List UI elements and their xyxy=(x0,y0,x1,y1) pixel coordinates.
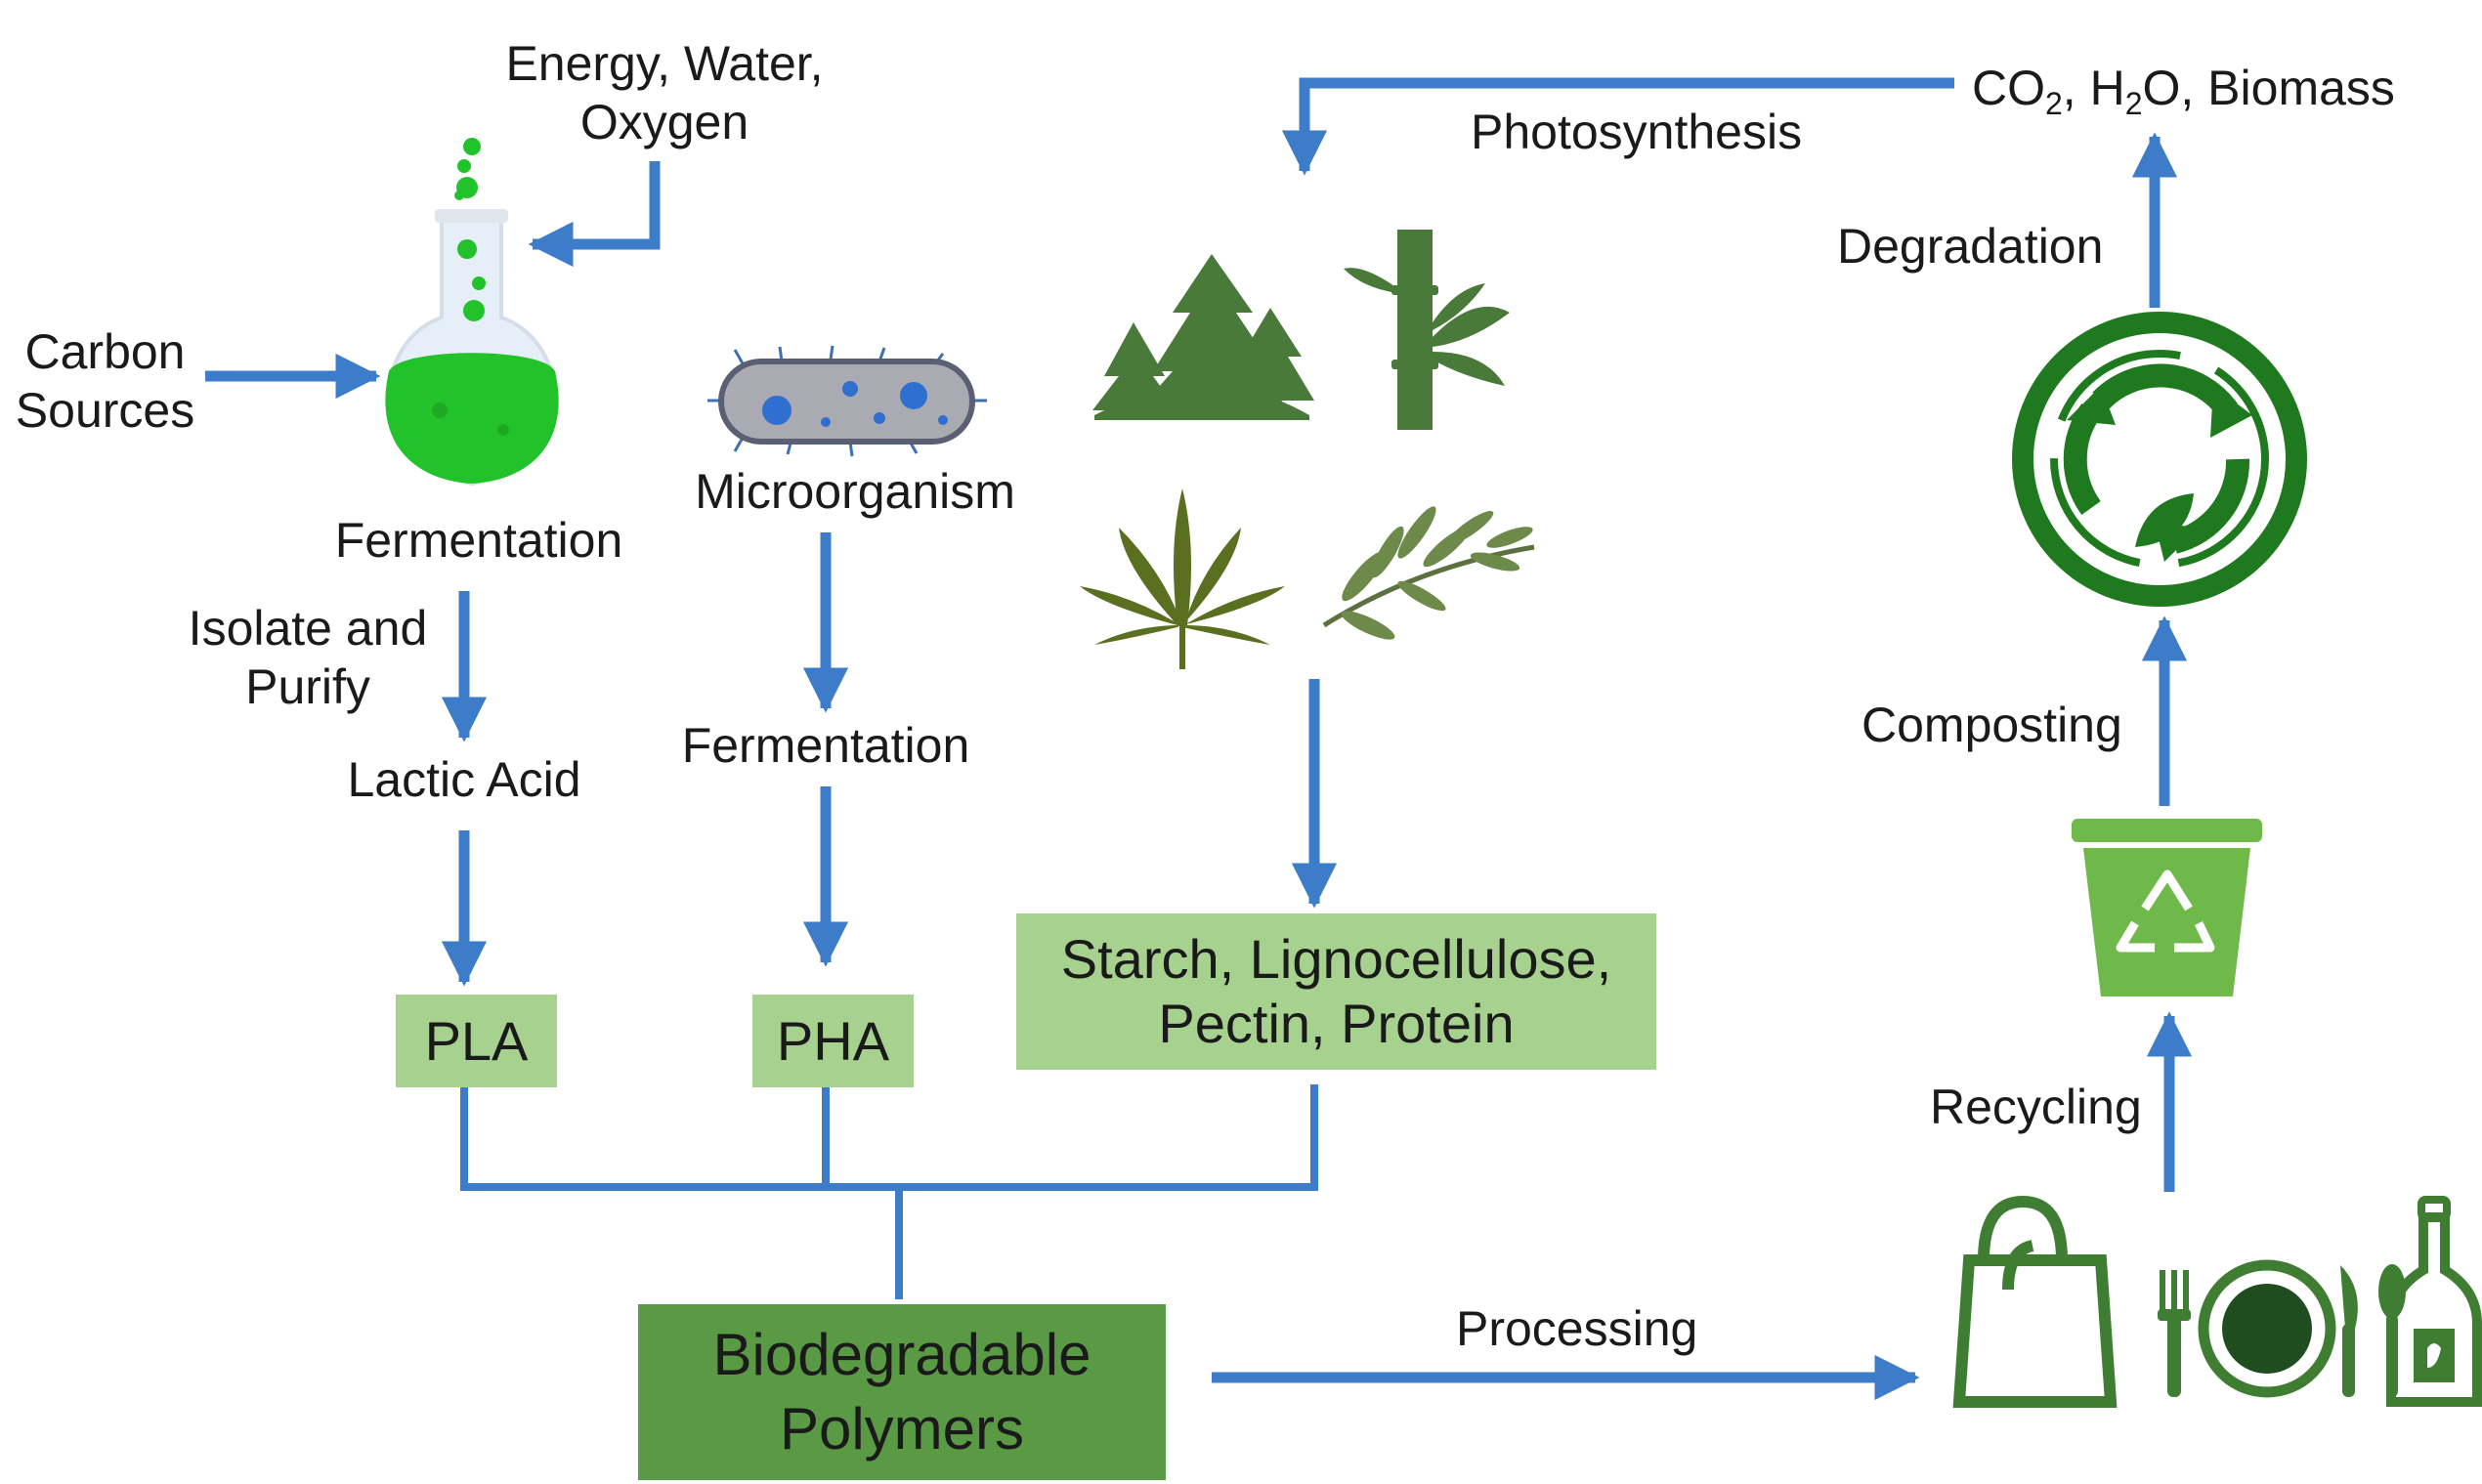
flask-icon xyxy=(385,138,559,487)
processing-label: Processing xyxy=(1456,1301,1698,1356)
bacterium-icon xyxy=(707,345,987,457)
biomass-text: O, Biomass xyxy=(2142,61,2395,115)
hemp-leaf-icon xyxy=(1080,488,1285,669)
fermentation-middle-label: Fermentation xyxy=(681,718,970,773)
plate-cutlery-icon xyxy=(2158,1259,2406,1398)
pha-box: PHA xyxy=(752,995,914,1087)
eucalyptus-branch-icon xyxy=(1322,506,1535,640)
shopping-bag-icon xyxy=(1952,1195,2118,1408)
isolate-purify-label: Isolate and Purify xyxy=(188,601,428,714)
recycling-label: Recycling xyxy=(1930,1080,2142,1134)
h2o-text: , H xyxy=(2062,61,2125,115)
microorganism-label: Microorganism xyxy=(695,464,1015,519)
recycle-bin-icon xyxy=(2072,819,2262,996)
merge-connector xyxy=(460,1080,1318,1299)
arrow-energy-to-flask xyxy=(528,161,661,268)
natural-polymers-box: Starch, Lignocellulose, Pectin, Protein xyxy=(1016,913,1656,1070)
composting-label: Composting xyxy=(1862,698,2122,752)
h2o-subscript: 2 xyxy=(2124,86,2143,121)
recycle-circle-icon xyxy=(2012,312,2307,607)
biodegradable-polymers-box: Biodegradable Polymers xyxy=(638,1304,1166,1480)
bamboo-icon xyxy=(1344,230,1510,430)
co2-h2o-biomass-label: CO2, H2O, Biomass xyxy=(1972,59,2395,119)
flow-arrows xyxy=(205,77,2193,1401)
bottle-icon xyxy=(2386,1196,2482,1407)
degradation-label: Degradation xyxy=(1837,219,2104,274)
co2-subscript: 2 xyxy=(2045,86,2063,121)
carbon-sources-label: Carbon Sources xyxy=(15,324,195,438)
arrow-photosynthesis xyxy=(1281,77,1954,176)
lactic-acid-label: Lactic Acid xyxy=(347,752,581,807)
pla-box: PLA xyxy=(396,995,557,1087)
fermentation-left-label: Fermentation xyxy=(334,513,623,568)
energy-water-oxygen-label: Energy, Water, Oxygen xyxy=(505,36,824,149)
forest-icon xyxy=(1092,254,1314,420)
co2-text: CO xyxy=(1972,61,2045,115)
photosynthesis-label: Photosynthesis xyxy=(1471,105,1803,159)
